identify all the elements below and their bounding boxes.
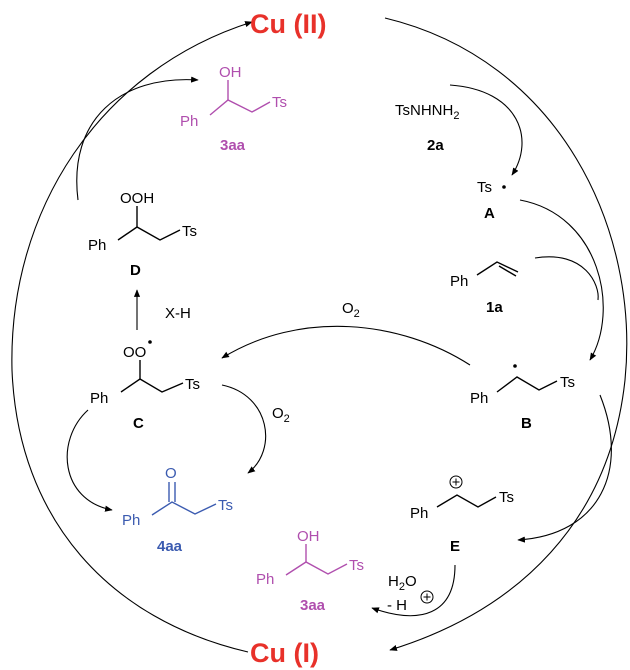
label-4aa: 4aa bbox=[157, 538, 183, 555]
d-ts: Ts bbox=[182, 223, 197, 240]
intermediate-e: Ph Ts E bbox=[410, 475, 514, 555]
e-ts: Ts bbox=[499, 489, 514, 506]
c-oo: OO bbox=[123, 344, 146, 361]
product-3aa-top: OH Ph Ts 3aa bbox=[180, 64, 287, 154]
h2o-o: O bbox=[405, 573, 417, 590]
label-c: C bbox=[133, 415, 144, 432]
3aa-bottom-label: 3aa bbox=[300, 597, 326, 614]
3aa-top-ph: Ph bbox=[180, 113, 198, 130]
svg-text:O2: O2 bbox=[272, 405, 290, 425]
arrow-e-to-3aa-bottom bbox=[371, 564, 456, 617]
arrow-c-to-4aa-right bbox=[221, 384, 267, 474]
label-e: E bbox=[450, 538, 460, 555]
outer-cycle-arc-right bbox=[384, 17, 628, 651]
label-2a: 2a bbox=[427, 137, 444, 154]
svg-text:H2O: H2O bbox=[388, 573, 417, 593]
arrow-b-to-e bbox=[517, 394, 612, 543]
o2-right-o: O bbox=[272, 405, 284, 422]
tsnhnh2-formula: TsNHNH bbox=[395, 102, 453, 119]
d-ooh: OOH bbox=[120, 190, 154, 207]
arrow-d-to-3aa-top bbox=[76, 76, 199, 201]
3aa-top-label: 3aa bbox=[220, 137, 246, 154]
h2o-h: H bbox=[388, 573, 399, 590]
a-radical-dot bbox=[502, 185, 506, 189]
b-ph: Ph bbox=[470, 390, 488, 407]
arrow-2a-to-a bbox=[449, 84, 523, 176]
o2-top-o: O bbox=[342, 300, 354, 317]
arrow-a-to-b bbox=[519, 199, 604, 361]
d-ph: Ph bbox=[88, 237, 106, 254]
outer-cycle-arc-left bbox=[11, 21, 253, 653]
intermediate-c: OO Ph Ts C bbox=[90, 340, 200, 432]
o2-top-subscript: 2 bbox=[354, 308, 360, 320]
label-d: D bbox=[130, 262, 141, 279]
3aa-bottom-oh: OH bbox=[297, 528, 320, 545]
e-cation-charge bbox=[449, 475, 463, 489]
3aa-top-oh: OH bbox=[219, 64, 242, 81]
o2-right-subscript: 2 bbox=[284, 413, 290, 425]
arrow-b-to-c bbox=[221, 325, 471, 366]
label-1a: 1a bbox=[486, 299, 503, 316]
product-3aa-bottom: OH Ph Ts 3aa bbox=[256, 528, 364, 614]
svg-text:O2: O2 bbox=[342, 300, 360, 320]
styrene-ph: Ph bbox=[450, 273, 468, 290]
4aa-o: O bbox=[165, 465, 177, 482]
intermediate-d: OOH Ph Ts D bbox=[88, 190, 197, 279]
minus-h: - H bbox=[387, 597, 407, 614]
reagent-styrene: Ph 1a bbox=[450, 261, 519, 316]
3aa-bottom-ts: Ts bbox=[349, 557, 364, 574]
c-radical-dot bbox=[148, 340, 152, 344]
reagent-tsnhnh2: TsNHNH2 2a bbox=[395, 102, 459, 154]
label-a: A bbox=[484, 205, 495, 222]
catalyst-cu-ii: Cu (II) bbox=[250, 9, 326, 39]
tsnhnh2-subscript: 2 bbox=[453, 110, 459, 122]
arrow-c-to-4aa-left bbox=[66, 409, 113, 512]
4aa-ph: Ph bbox=[122, 512, 140, 529]
3aa-bottom-ph: Ph bbox=[256, 571, 274, 588]
a-ts: Ts bbox=[477, 179, 492, 196]
label-b: B bbox=[521, 415, 532, 432]
3aa-top-ts: Ts bbox=[272, 94, 287, 111]
catalyst-cu-i: Cu (I) bbox=[250, 638, 319, 668]
reagent-xh: X-H bbox=[165, 305, 191, 322]
c-ph: Ph bbox=[90, 390, 108, 407]
intermediate-a: Ts A bbox=[477, 179, 506, 222]
c-ts: Ts bbox=[185, 376, 200, 393]
b-radical-dot bbox=[513, 364, 517, 368]
b-ts: Ts bbox=[560, 374, 575, 391]
reagent-water: H2O - H bbox=[387, 573, 434, 614]
proton-charge bbox=[420, 590, 434, 604]
svg-text:TsNHNH2: TsNHNH2 bbox=[395, 102, 459, 122]
arrow-1a-into-b bbox=[534, 256, 599, 301]
h2o-subscript: 2 bbox=[399, 581, 405, 593]
e-ph: Ph bbox=[410, 505, 428, 522]
product-4aa: O Ph Ts 4aa bbox=[122, 465, 233, 555]
intermediate-b: Ph Ts B bbox=[470, 364, 575, 432]
4aa-ts: Ts bbox=[218, 497, 233, 514]
